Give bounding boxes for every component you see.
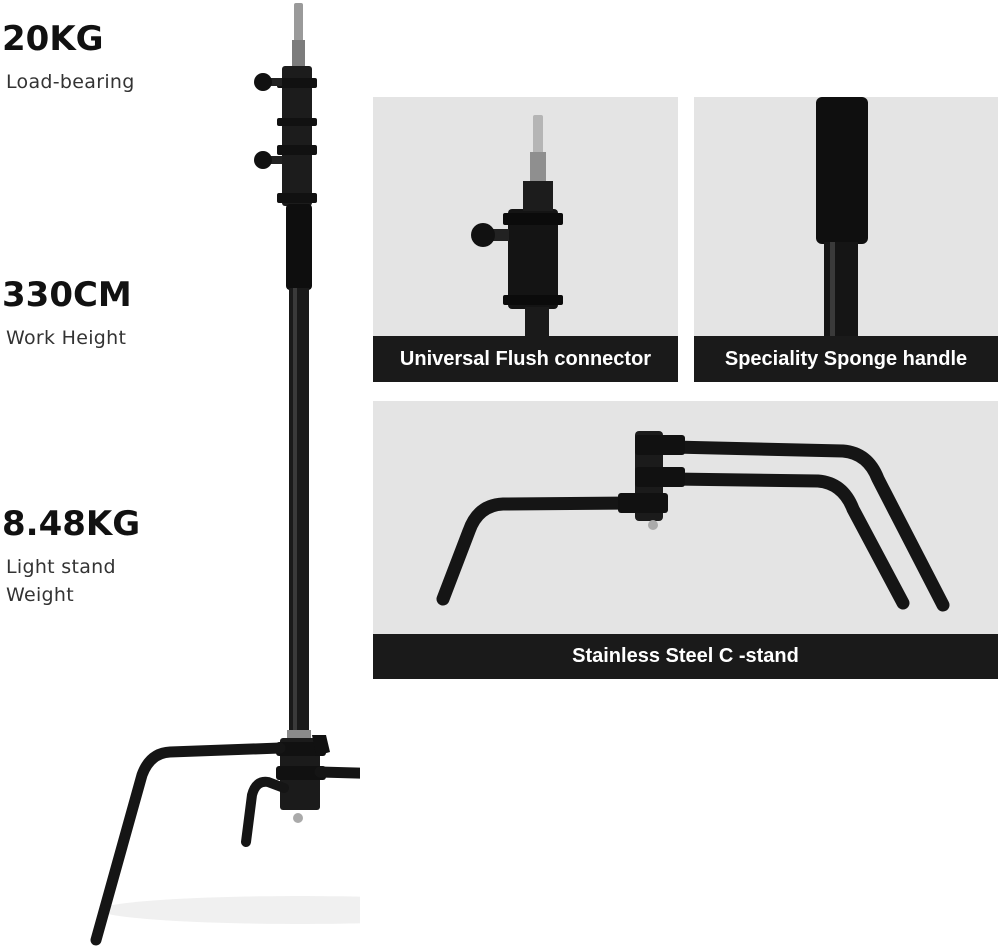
- panel-connector: Universal Flush connector: [373, 97, 678, 382]
- spec-label: Light stand Weight: [6, 556, 116, 606]
- connector-image: [471, 115, 563, 336]
- spec-label: Work Height: [6, 327, 127, 349]
- spec-weight: 8.48KG Light stand Weight: [2, 507, 142, 609]
- panel-caption: Universal Flush connector: [373, 336, 678, 382]
- spec-value: 330CM: [2, 275, 132, 315]
- panel-cstand: Stainless Steel C -stand: [373, 401, 998, 679]
- spec-work-height: 330CM Work Height: [2, 278, 132, 352]
- panel-caption: Speciality Sponge handle: [694, 336, 998, 382]
- spec-label: Load-bearing: [6, 71, 135, 93]
- spec-load-bearing: 20KG Load-bearing: [2, 22, 135, 96]
- spec-value: 20KG: [2, 19, 104, 59]
- panel-caption: Stainless Steel C -stand: [373, 634, 998, 679]
- c-stand-image: [90, 3, 360, 946]
- panel-handle: Speciality Sponge handle: [694, 97, 998, 382]
- spec-value: 8.48KG: [2, 504, 141, 544]
- c-stand-legs-image: [436, 431, 950, 612]
- sponge-handle-image: [816, 97, 868, 336]
